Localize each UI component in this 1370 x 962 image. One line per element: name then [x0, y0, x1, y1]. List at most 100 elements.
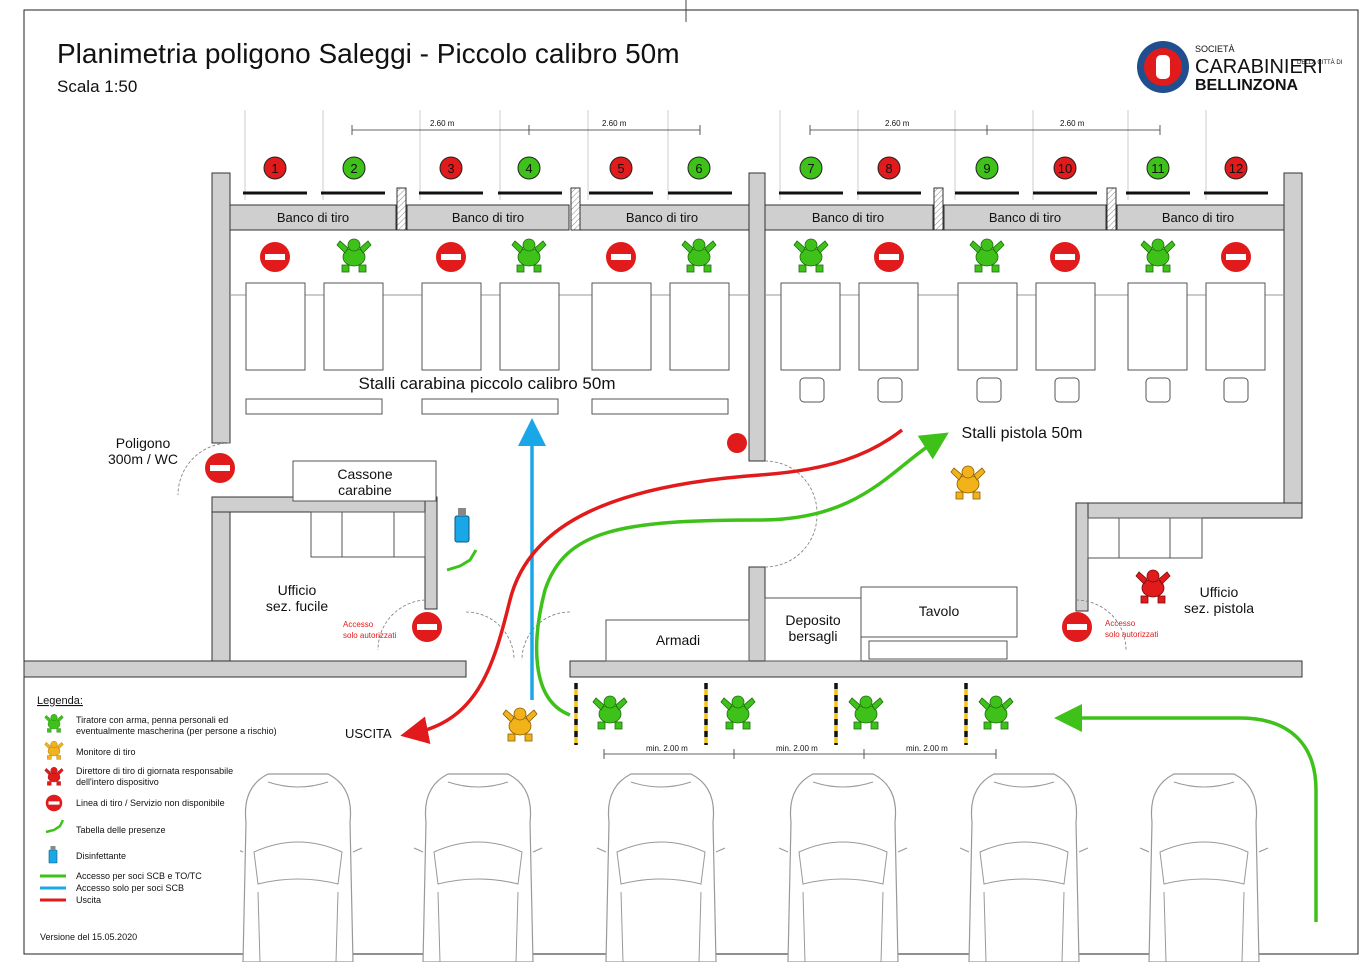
lane-marker-6: 6 — [687, 156, 711, 180]
legend-line-1: Accesso per soci SCB e TO/TC — [76, 871, 202, 881]
legend-item-1-line-1: Tiratore con arma, penna personali ed — [76, 715, 228, 725]
lane-number: 5 — [617, 161, 624, 176]
logo: SOCIETÀ CARABINIERI DELLA CITTÀ DI BELLI… — [1137, 41, 1343, 94]
lane-number: 10 — [1058, 161, 1072, 176]
pistol-stalls-label: Stalli pistola 50m — [962, 425, 1083, 442]
lane-marker-3: 3 — [439, 156, 463, 180]
dim-queue-1: min. 2.00 m — [646, 744, 688, 753]
access-pistol-1: Accesso — [1105, 619, 1136, 628]
extinguisher-icon — [727, 433, 747, 453]
pistol-chairs — [799, 377, 1249, 403]
lane-number: 2 — [350, 161, 357, 176]
lane-marker-5: 5 — [609, 156, 633, 180]
bench-label-6: Banco di tiro — [1162, 210, 1234, 225]
parked-cars — [233, 773, 1269, 962]
office-rifle-label-1: Ufficio — [278, 582, 317, 598]
legend-item-3-line-2: dell'intero dispositivo — [76, 777, 159, 787]
dim-top-2: 2.60 m — [602, 119, 627, 128]
lane-marker-10: 10 — [1053, 156, 1077, 180]
version-label: Versione del 15.05.2020 — [40, 932, 137, 942]
logo-text-3: BELLINZONA — [1195, 77, 1299, 94]
lane-number: 4 — [525, 161, 532, 176]
green-access-path — [534, 432, 949, 717]
access-rifle-2: solo autorizzati — [343, 631, 397, 640]
cassone-label-2: carabine — [338, 482, 392, 498]
deposito-label-2: bersagli — [788, 628, 837, 644]
lane-number: 11 — [1151, 161, 1165, 176]
bench-label-3: Banco di tiro — [626, 210, 698, 225]
dim-top-1: 2.60 m — [430, 119, 455, 128]
page-title: Planimetria poligono Saleggi - Piccolo c… — [57, 38, 680, 69]
lane-number: 9 — [983, 161, 990, 176]
legend-item-2: Monitore di tiro — [76, 747, 136, 757]
door-swings — [177, 442, 1127, 661]
legend-item-1-line-2: eventualmente mascherina (per persone a … — [76, 726, 277, 736]
legend-title: Legenda: — [37, 695, 83, 707]
pen-icon — [45, 819, 65, 834]
armadi-label: Armadi — [656, 632, 700, 648]
lane-marker-7: 7 — [799, 156, 823, 180]
walls — [23, 172, 1303, 678]
cassone-label-1: Cassone — [337, 466, 392, 482]
deposito-label-1: Deposito — [785, 612, 840, 628]
lane-marker-11: 11 — [1146, 156, 1170, 180]
access-pistol-2: solo autorizzati — [1105, 630, 1159, 639]
legend-item-4: Linea di tiro / Servizio non disponibile — [76, 798, 225, 808]
no-entry-icon — [45, 794, 63, 812]
lane-number: 1 — [271, 161, 278, 176]
red-exit-path — [400, 428, 904, 745]
legend: Legenda: Tiratore con arma, penna person… — [30, 690, 277, 920]
range-lines — [244, 110, 1207, 200]
lane-marker-12: 12 — [1224, 156, 1248, 180]
poligono-label-2: 300m / WC — [108, 451, 178, 467]
stall-mats — [245, 282, 1266, 371]
bench-label-2: Banco di tiro — [452, 210, 524, 225]
lane-marker-2: 2 — [342, 156, 366, 180]
office-pistol-label-1: Ufficio — [1200, 584, 1239, 600]
dim-top-3: 2.60 m — [885, 119, 910, 128]
lane-number: 12 — [1229, 161, 1243, 176]
office-rifle-label-2: sez. fucile — [266, 598, 328, 614]
office-pistol-label-2: sez. pistola — [1184, 600, 1254, 616]
top-dimensions — [351, 125, 1161, 135]
green-entry-path — [1054, 704, 1318, 922]
cassone-box — [292, 460, 437, 502]
pen-icon — [446, 549, 478, 572]
dim-queue-2: min. 2.00 m — [776, 744, 818, 753]
legend-item-6: Disinfettante — [76, 851, 126, 861]
queue-posts — [574, 683, 997, 759]
dim-queue-3: min. 2.00 m — [906, 744, 948, 753]
spray-icon — [48, 846, 58, 864]
exit-label: USCITA — [345, 726, 392, 741]
scale-label: Scala 1:50 — [57, 77, 137, 96]
dim-top-4: 2.60 m — [1060, 119, 1085, 128]
logo-text-2b: DELLA CITTÀ DI — [1297, 59, 1343, 66]
armadi-box — [605, 619, 750, 662]
lane-number: 7 — [807, 161, 814, 176]
lane-marker-4: 4 — [517, 156, 541, 180]
bench-label-4: Banco di tiro — [812, 210, 884, 225]
tavolo-box — [860, 586, 1018, 638]
poligono-label-1: Poligono — [116, 435, 171, 451]
logo-text-2: CARABINIERI — [1195, 56, 1323, 78]
legend-item-3-line-1: Direttore di tiro di giornata responsabi… — [76, 766, 233, 776]
lane-marker-8: 8 — [877, 156, 901, 180]
lane-marker-1: 1 — [263, 156, 287, 180]
legend-line-2: Accesso solo per soci SCB — [76, 883, 184, 893]
tavolo-label: Tavolo — [919, 603, 960, 619]
logo-text-1: SOCIETÀ — [1195, 44, 1235, 54]
lane-number: 8 — [885, 161, 892, 176]
director — [1135, 569, 1171, 604]
shooting-benches — [229, 204, 1285, 231]
legend-line-3: Uscita — [76, 895, 101, 905]
lane-number: 3 — [447, 161, 454, 176]
lane-marker-9: 9 — [975, 156, 999, 180]
bench-label-5: Banco di tiro — [989, 210, 1061, 225]
spray-icon — [454, 508, 470, 543]
legend-item-5: Tabella delle presenze — [76, 825, 166, 835]
lane-number: 6 — [695, 161, 702, 176]
access-rifle-1: Accesso — [343, 620, 374, 629]
rifle-stalls-label: Stalli carabina piccolo calibro 50m — [358, 374, 615, 393]
